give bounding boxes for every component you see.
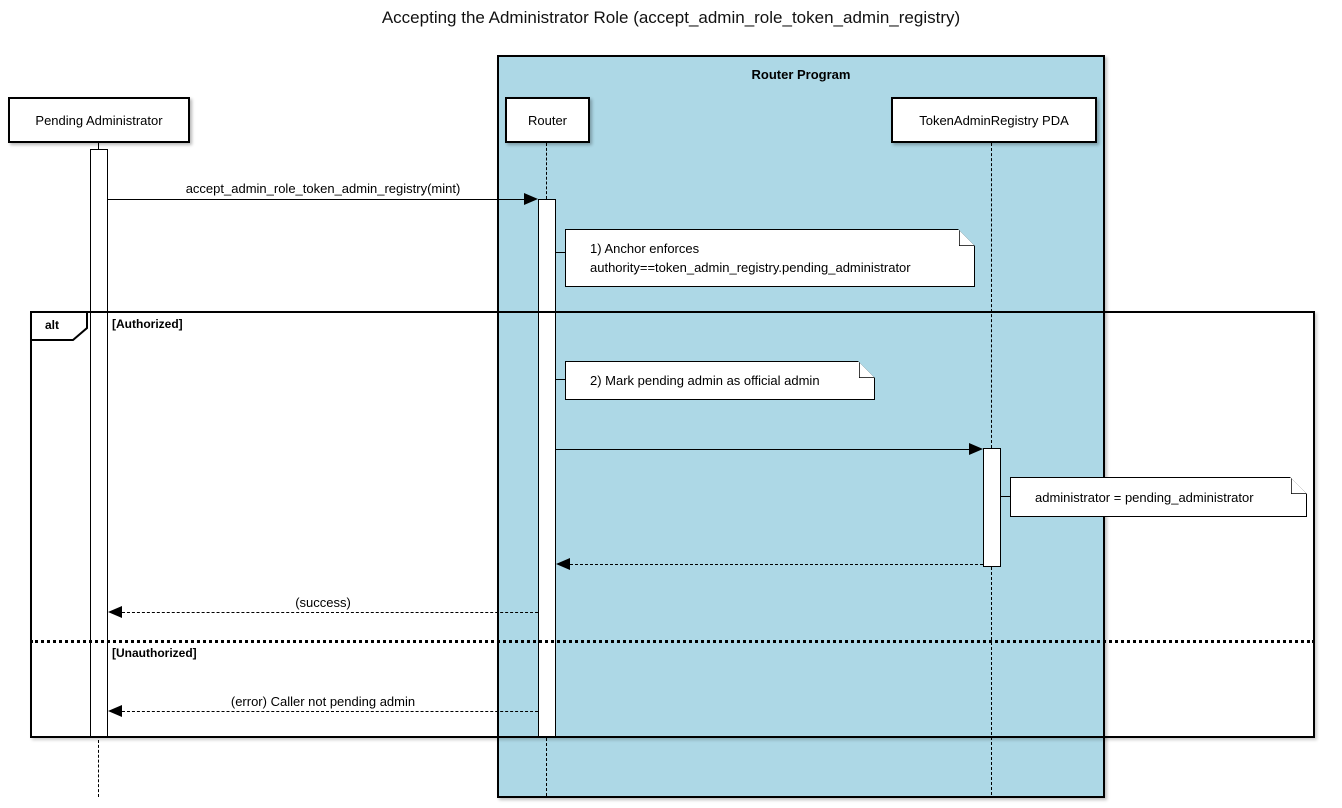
note-line: 2) Mark pending admin as official admin xyxy=(590,373,820,388)
note-line: authority==token_admin_registry.pending_… xyxy=(590,260,911,275)
note-connector-line xyxy=(556,379,565,380)
note-line: 1) Anchor enforces xyxy=(590,241,700,256)
message-call-line xyxy=(108,199,525,200)
participant-router: Router xyxy=(505,97,590,143)
alt-divider-line xyxy=(30,640,1315,643)
participant-label: TokenAdminRegistry PDA xyxy=(919,112,1069,128)
lifeline-router xyxy=(546,738,547,796)
activation-token-admin-registry-pda xyxy=(983,448,1001,567)
message-success-line xyxy=(122,612,538,613)
lifeline-router xyxy=(546,143,547,199)
router-program-label: Router Program xyxy=(751,67,851,82)
guard-authorized-label: [Authorized] xyxy=(112,317,183,331)
participant-pending-administrator: Pending Administrator xyxy=(8,97,190,143)
alt-operator-pentagon xyxy=(30,311,88,341)
message-invoke-line xyxy=(556,449,970,450)
lifeline-pending-administrator xyxy=(98,740,99,797)
pentagon-shape-icon xyxy=(30,311,88,341)
alt-operator-label: alt xyxy=(44,318,59,332)
note-line: administrator = pending_administrator xyxy=(1035,489,1254,505)
arrowhead-icon xyxy=(556,558,570,570)
message-call-label: accept_admin_role_token_admin_registry(m… xyxy=(185,181,461,196)
arrowhead-icon xyxy=(108,705,122,717)
arrowhead-icon xyxy=(524,193,538,205)
participant-label: Pending Administrator xyxy=(35,112,163,128)
note-connector-line xyxy=(1001,496,1010,497)
note-mark-pending-admin: 2) Mark pending admin as official admin xyxy=(565,361,875,400)
message-error-label: (error) Caller not pending admin xyxy=(230,694,416,709)
message-success-label: (success) xyxy=(295,595,351,610)
note-connector-line xyxy=(556,252,565,253)
lifeline-token-admin-registry-pda xyxy=(991,143,992,448)
alt-fragment-frame xyxy=(30,311,1315,738)
lifeline-pending-administrator xyxy=(98,143,99,149)
message-error-line xyxy=(122,711,538,712)
router-program-frame: Router Program xyxy=(497,55,1105,798)
participant-token-admin-registry-pda: TokenAdminRegistry PDA xyxy=(891,97,1097,143)
guard-unauthorized-label: [Unauthorized] xyxy=(112,646,197,660)
note-administrator-assignment: administrator = pending_administrator xyxy=(1010,477,1307,517)
participant-label: Router xyxy=(527,112,568,128)
message-pda-return-line xyxy=(570,564,983,565)
arrowhead-icon xyxy=(108,606,122,618)
diagram-title: Accepting the Administrator Role (accept… xyxy=(381,8,961,27)
note-anchor-enforces: 1) Anchor enforces authority==token_admi… xyxy=(565,229,975,287)
lifeline-token-admin-registry-pda xyxy=(991,567,992,795)
arrowhead-icon xyxy=(969,443,983,455)
